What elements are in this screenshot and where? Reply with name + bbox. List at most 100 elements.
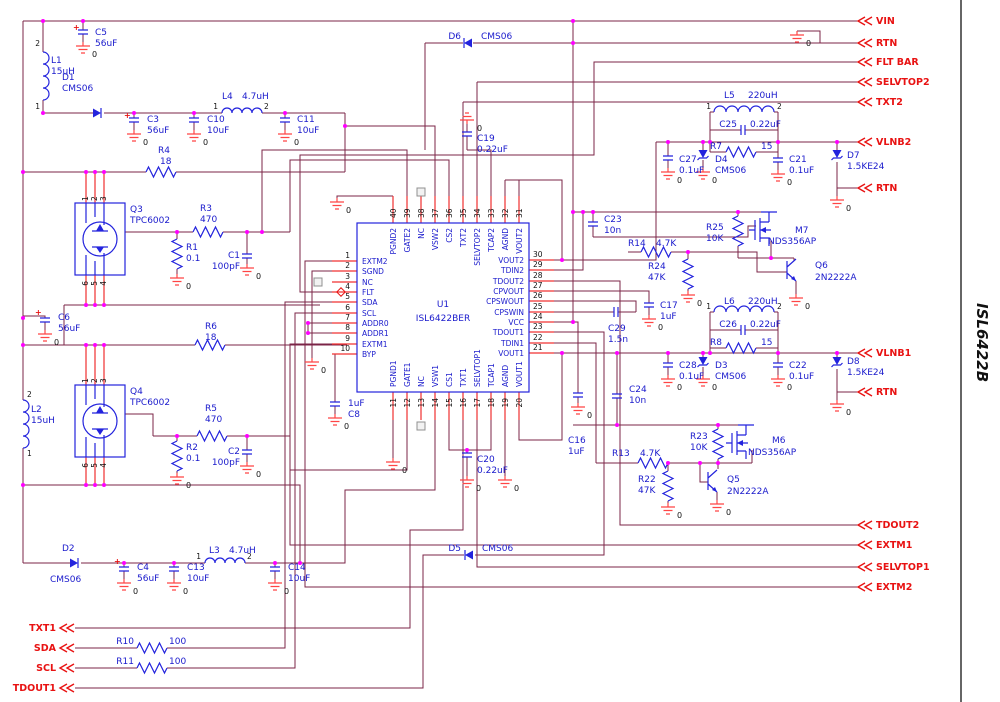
- svg-text:9: 9: [345, 334, 350, 343]
- resistor-R4-icon: [145, 166, 177, 178]
- svg-text:1: 1: [345, 251, 350, 260]
- svg-text:L3: L3: [209, 546, 220, 556]
- svg-text:0.1: 0.1: [186, 454, 200, 464]
- svg-text:R23: R23: [690, 432, 708, 442]
- svg-text:0: 0: [726, 508, 731, 517]
- capacitor-C23-icon: [587, 221, 599, 227]
- svg-text:Q6: Q6: [815, 261, 828, 271]
- chip-u1-labels: U1 ISL6422BER: [416, 300, 470, 324]
- svg-text:D7: D7: [847, 151, 860, 161]
- diode-D6-icon: [463, 37, 473, 49]
- resistor-R2-icon: [171, 440, 183, 472]
- resistor-R5-icon: [196, 430, 228, 442]
- svg-text:CMS06: CMS06: [62, 84, 93, 94]
- connector-tdout1: TDOUT1: [13, 683, 56, 694]
- resistor-R24-icon: [682, 258, 694, 290]
- svg-text:6: 6: [345, 303, 350, 312]
- svg-text:40: 40: [389, 208, 398, 218]
- svg-text:38: 38: [417, 208, 426, 218]
- svg-text:39: 39: [403, 208, 412, 218]
- svg-text:C8: C8: [348, 410, 360, 420]
- mosfet-pair-Q3-icon: [74, 202, 126, 276]
- flt-pin-marker: [336, 287, 346, 297]
- svg-text:220uH: 220uH: [748, 91, 778, 101]
- svg-text:VSW2: VSW2: [431, 228, 440, 250]
- svg-text:29: 29: [533, 260, 543, 269]
- capacitor-C16-icon: [572, 392, 584, 398]
- svg-text:27: 27: [533, 281, 543, 290]
- svg-text:33: 33: [487, 208, 496, 218]
- connector-rtn2-icon: [857, 183, 873, 193]
- svg-text:+: +: [124, 111, 131, 120]
- svg-text:0: 0: [92, 50, 97, 59]
- svg-text:VOUT2: VOUT2: [515, 228, 524, 254]
- svg-text:0: 0: [677, 511, 682, 520]
- svg-text:0: 0: [476, 484, 481, 493]
- svg-text:EXTM1: EXTM1: [362, 340, 388, 349]
- svg-text:10n: 10n: [604, 226, 621, 236]
- svg-text:56uF: 56uF: [147, 126, 169, 136]
- inductor-L5-icon: [713, 105, 775, 113]
- connector-rtn3-icon: [857, 387, 873, 397]
- connector-vlnb2: VLNB2: [876, 137, 911, 148]
- capacitor-C8-icon: [329, 401, 341, 407]
- svg-text:R4: R4: [158, 146, 170, 156]
- connector-fltbar: FLT BAR: [876, 57, 919, 68]
- svg-text:30: 30: [533, 250, 543, 259]
- svg-text:4.7uH: 4.7uH: [229, 546, 256, 556]
- svg-text:5: 5: [90, 281, 99, 286]
- svg-text:14: 14: [431, 398, 440, 408]
- inductor-L2-icon: [22, 399, 30, 449]
- svg-text:2: 2: [90, 378, 99, 383]
- svg-text:0: 0: [697, 299, 702, 308]
- svg-text:25: 25: [533, 302, 543, 311]
- connector-vlnb1: VLNB1: [876, 348, 911, 359]
- connector-extm2: EXTM2: [876, 582, 912, 593]
- svg-text:L1: L1: [51, 56, 62, 66]
- svg-text:24: 24: [533, 312, 543, 321]
- svg-text:0: 0: [712, 176, 717, 185]
- svg-text:0.1uF: 0.1uF: [789, 166, 814, 176]
- svg-text:D6: D6: [448, 32, 461, 42]
- svg-text:R22: R22: [638, 475, 656, 485]
- svg-text:SELVTOP1: SELVTOP1: [473, 349, 482, 387]
- diode-D7-icon: [830, 149, 844, 161]
- svg-text:0: 0: [203, 138, 208, 147]
- svg-text:C6: C6: [58, 313, 70, 323]
- connector-rtn-top-icon: [857, 38, 873, 48]
- svg-text:C11: C11: [297, 115, 315, 125]
- svg-text:26: 26: [533, 291, 543, 300]
- resistor-R7-icon: [725, 146, 757, 158]
- svg-text:32: 32: [501, 208, 510, 218]
- svg-text:2: 2: [345, 261, 350, 270]
- svg-text:1uF: 1uF: [568, 447, 585, 457]
- connector-vin: VIN: [876, 16, 895, 27]
- svg-text:NDS356AP: NDS356AP: [768, 237, 817, 247]
- svg-text:CPSWOUT: CPSWOUT: [486, 297, 524, 306]
- svg-text:6: 6: [81, 281, 90, 286]
- label-R1: R10.1: [186, 243, 200, 264]
- svg-text:PGND1: PGND1: [389, 360, 398, 387]
- svg-text:L6: L6: [724, 297, 735, 307]
- resistor-R1-icon: [171, 238, 183, 270]
- svg-text:47K: 47K: [638, 486, 656, 496]
- svg-text:ADDR1: ADDR1: [362, 329, 389, 338]
